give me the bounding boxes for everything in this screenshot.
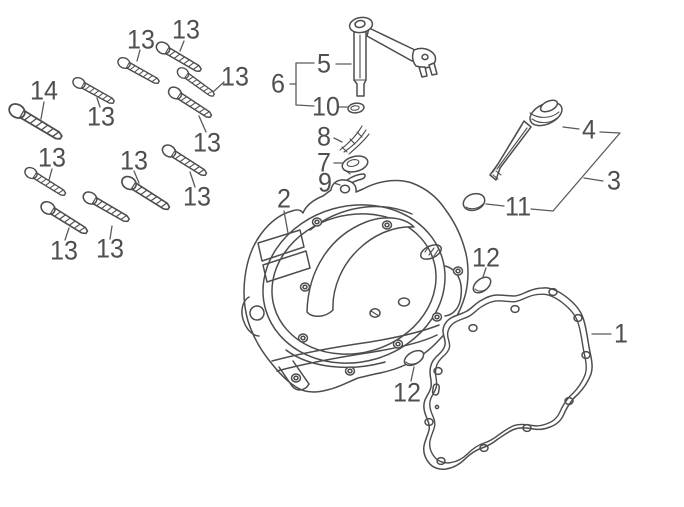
callout-13-g: 13 xyxy=(120,145,148,176)
callout-6: 6 xyxy=(271,68,285,99)
callout-9: 9 xyxy=(318,167,332,198)
plate-washer-7 xyxy=(341,155,369,175)
gasket-bolt-holes xyxy=(424,287,591,466)
callout-13-c: 13 xyxy=(221,61,249,92)
bracket-3-4-11 xyxy=(485,126,621,212)
release-lever xyxy=(348,16,438,97)
bolt xyxy=(80,188,132,226)
callout-13-e: 13 xyxy=(193,127,221,158)
callout-13-a: 13 xyxy=(127,24,155,55)
leader-2 xyxy=(283,210,289,234)
leader-8 xyxy=(333,137,343,143)
callout-13-d: 13 xyxy=(87,101,115,132)
plug-12-upper xyxy=(472,276,492,294)
seal-washer-10 xyxy=(347,102,365,114)
bolt xyxy=(115,54,162,88)
bolt-leaders xyxy=(40,40,225,241)
callout-5: 5 xyxy=(317,48,331,79)
leader-12-lower xyxy=(410,366,415,382)
spring-washer-8 xyxy=(339,125,370,155)
callout-2: 2 xyxy=(277,183,291,214)
callout-13-h: 13 xyxy=(183,181,211,212)
bolt-long xyxy=(5,100,66,144)
callout-3: 3 xyxy=(607,165,621,196)
leader-lines xyxy=(40,40,621,382)
hatched-port xyxy=(419,244,443,260)
callout-8: 8 xyxy=(317,121,331,152)
bolt xyxy=(37,198,91,238)
bolt xyxy=(118,173,173,214)
cover-gasket xyxy=(423,287,593,470)
callout-4: 4 xyxy=(582,114,596,145)
callout-10: 10 xyxy=(312,91,340,122)
callout-7: 7 xyxy=(317,147,331,178)
callout-13-b: 13 xyxy=(172,14,200,45)
callout-14: 14 xyxy=(30,75,58,106)
callout-12-b: 12 xyxy=(393,377,421,408)
bracket-6 xyxy=(289,62,315,107)
leader-9 xyxy=(333,182,341,186)
cover-bolt-bosses xyxy=(290,217,464,383)
callout-13-j: 13 xyxy=(96,233,124,264)
plug-12-lower xyxy=(403,349,425,367)
callout-1: 1 xyxy=(614,318,628,349)
callout-12-a: 12 xyxy=(472,242,500,273)
callout-11: 11 xyxy=(504,191,532,222)
oil-dipstick xyxy=(489,99,563,181)
leader-12-upper xyxy=(482,267,487,278)
callout-13-i: 13 xyxy=(50,235,78,266)
callout-13-f: 13 xyxy=(38,142,66,173)
o-ring-11 xyxy=(462,192,486,212)
